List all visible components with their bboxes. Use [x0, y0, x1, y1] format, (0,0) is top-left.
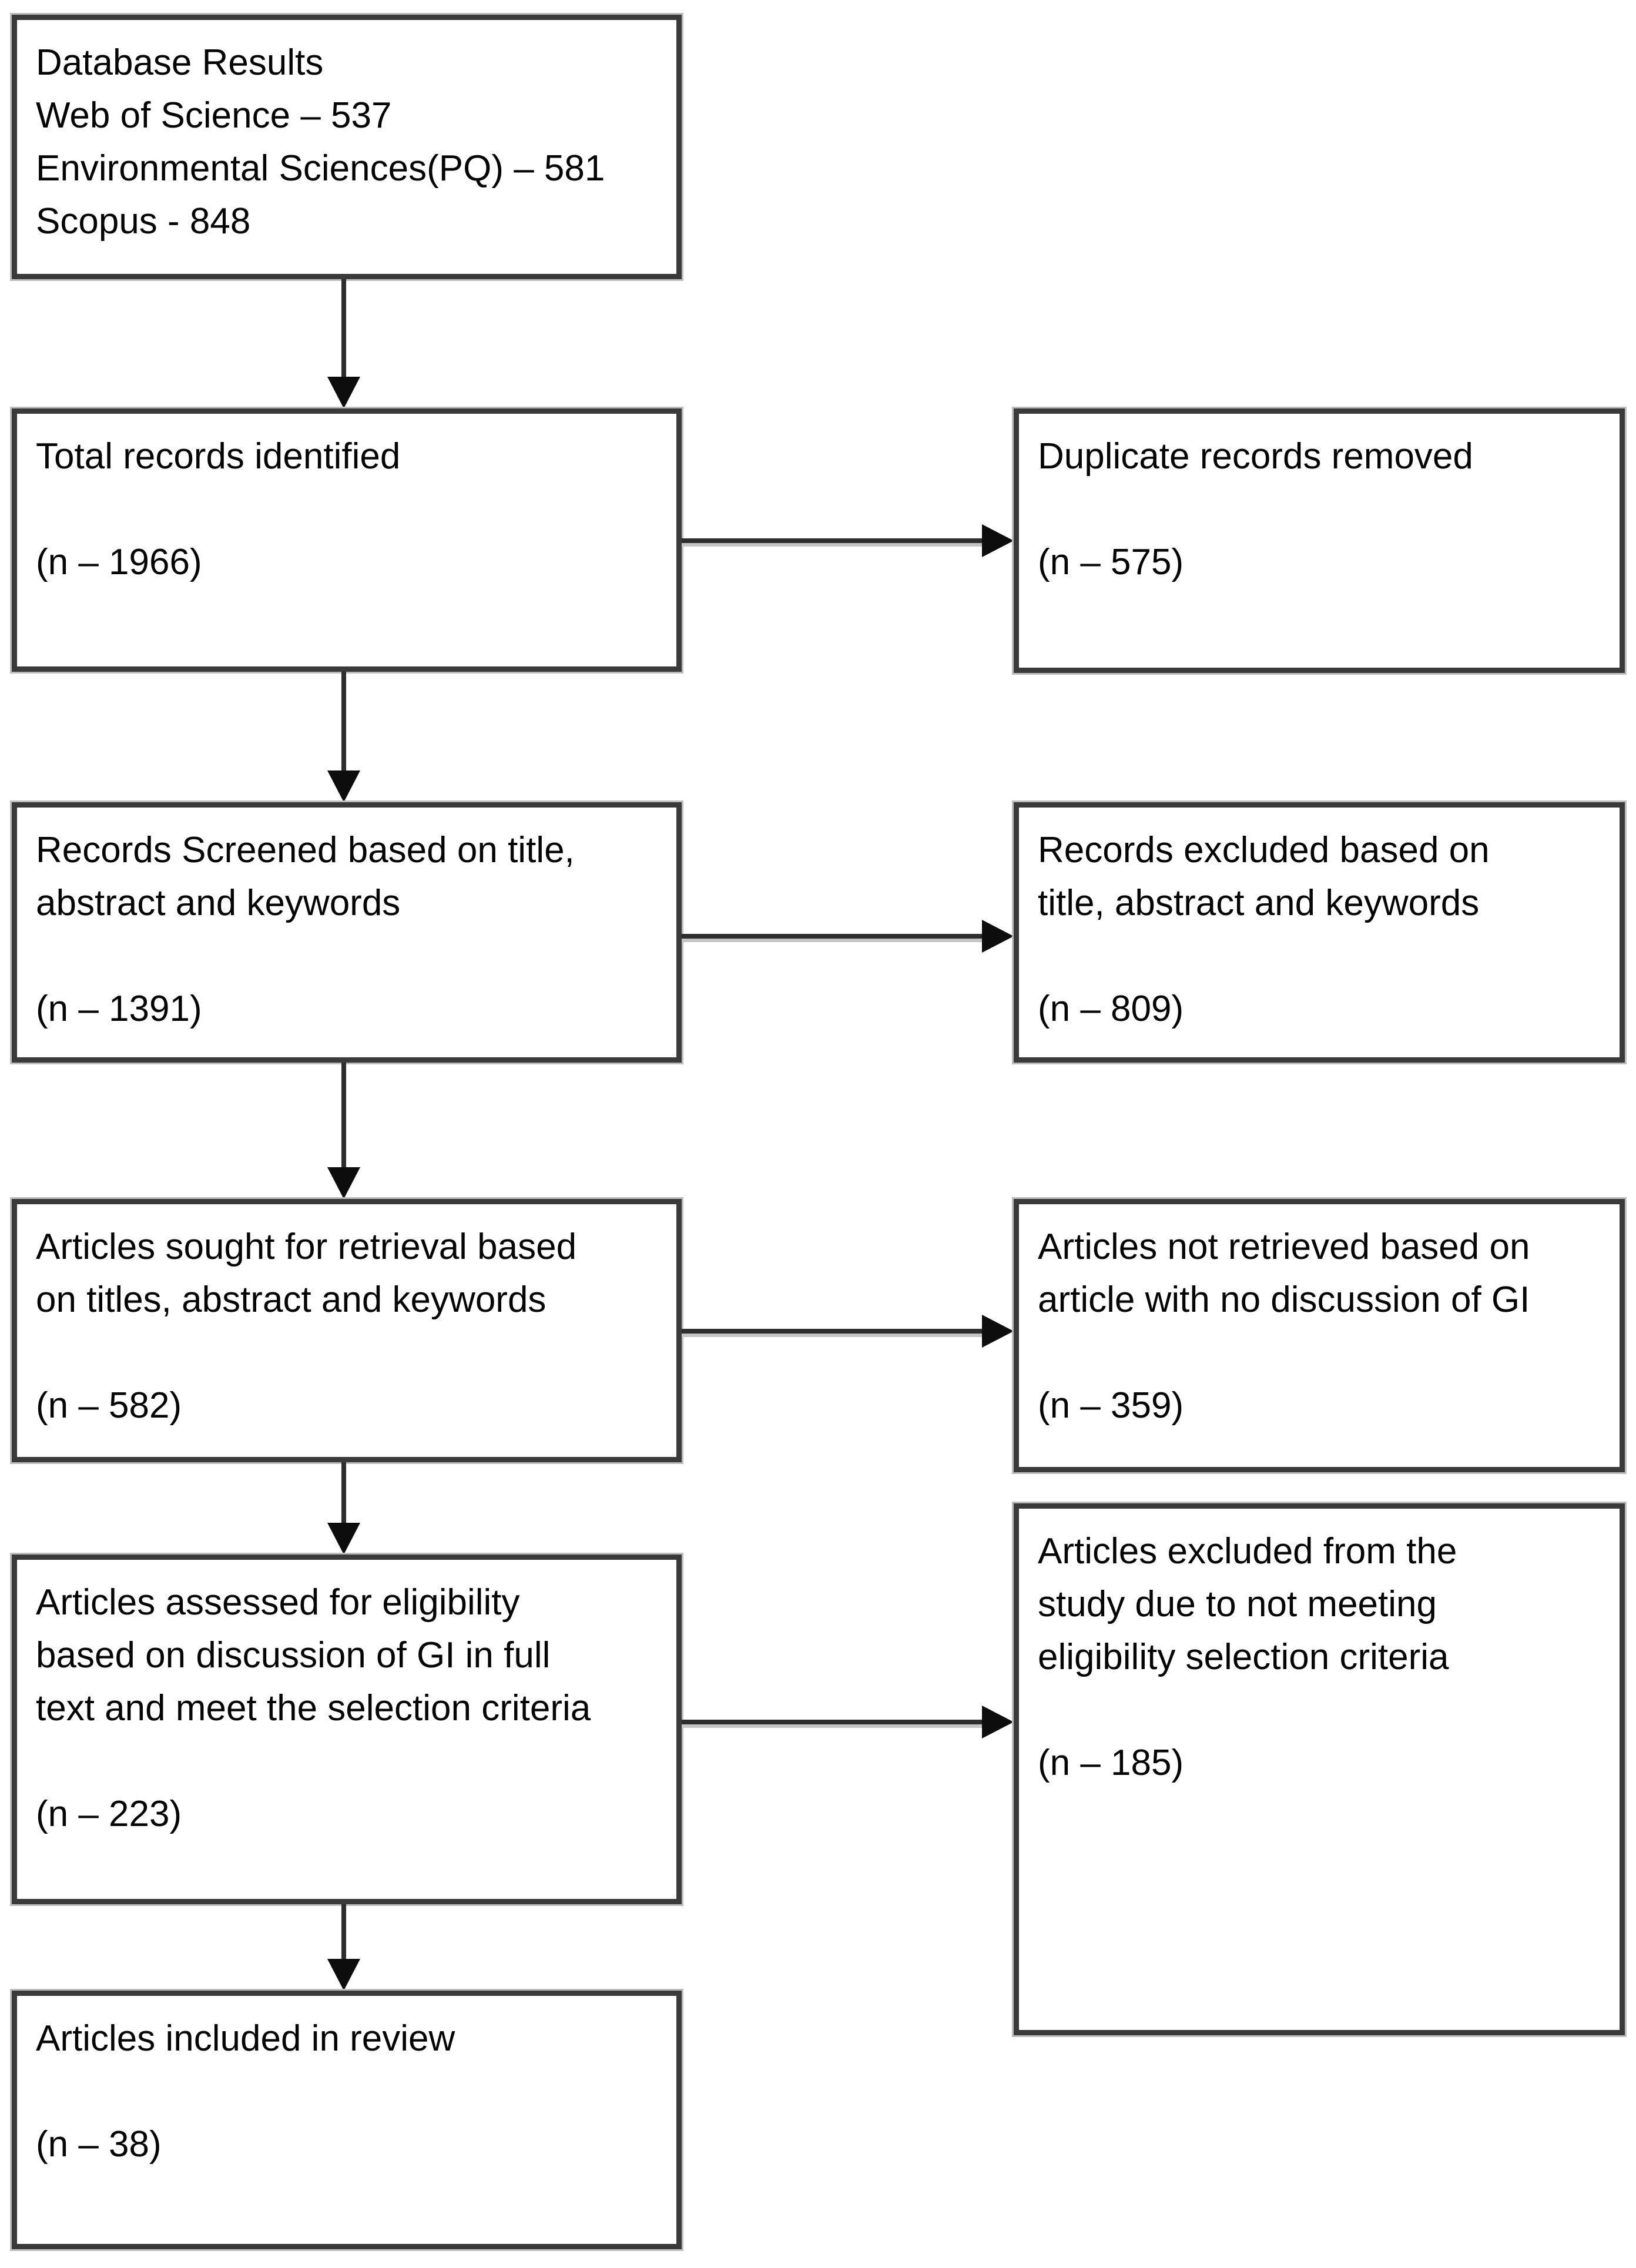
arrowhead-down-icon: [327, 377, 360, 408]
records-excluded-count: (n – 809): [1038, 989, 1184, 1029]
articles-included-count: (n – 38): [36, 2124, 162, 2165]
articles-not-retrieved-label-line1: Articles not retrieved based on: [1038, 1227, 1530, 1267]
records-excluded-label-line1: Records excluded based on: [1038, 830, 1490, 870]
arrowhead-down-icon: [327, 1167, 360, 1199]
arrowhead-right-icon: [982, 1706, 1014, 1738]
arrowhead-right-icon: [982, 1315, 1014, 1348]
connector-line: [682, 1720, 984, 1724]
box-database-results: Database Results Web of Science – 537 En…: [12, 15, 682, 279]
duplicates-removed-label: Duplicate records removed: [1038, 436, 1473, 477]
duplicates-removed-count: (n – 575): [1038, 542, 1184, 582]
connector-line: [341, 1904, 346, 1960]
box-duplicates-removed: Duplicate records removed (n – 575): [1014, 408, 1625, 673]
articles-sought-label-line2: on titles, abstract and keywords: [36, 1279, 547, 1320]
records-screened-label-line2: abstract and keywords: [36, 883, 401, 923]
database-results-title: Database Results: [36, 42, 324, 83]
box-articles-sought: Articles sought for retrieval based on t…: [12, 1199, 682, 1462]
box-articles-excluded-eligibility: Articles excluded from the study due to …: [1014, 1503, 1625, 2035]
box-articles-assessed: Articles assessed for eligibility based …: [12, 1555, 682, 1904]
articles-excluded-count: (n – 185): [1038, 1743, 1184, 1783]
arrowhead-down-icon: [327, 1959, 360, 1991]
articles-assessed-label-line1: Articles assessed for eligibility: [36, 1582, 520, 1623]
records-screened-count: (n – 1391): [36, 989, 202, 1029]
connector-line: [682, 1329, 984, 1334]
articles-assessed-label-line2: based on discussion of GI in full: [36, 1635, 551, 1676]
articles-not-retrieved-label-line2: article with no discussion of GI: [1038, 1279, 1530, 1320]
articles-sought-label-line1: Articles sought for retrieval based: [36, 1227, 577, 1267]
articles-excluded-label-line3: eligibility selection criteria: [1038, 1637, 1449, 1677]
arrowhead-right-icon: [982, 920, 1014, 953]
box-records-excluded: Records excluded based on title, abstrac…: [1014, 802, 1625, 1063]
connector-line: [682, 934, 984, 939]
articles-sought-count: (n – 582): [36, 1385, 182, 1426]
box-total-records: Total records identified (n – 1966): [12, 408, 682, 672]
arrowhead-down-icon: [327, 770, 360, 802]
database-results-scopus: Scopus - 848: [36, 201, 251, 242]
box-articles-included: Articles included in review (n – 38): [12, 1991, 682, 2249]
connector-line: [682, 538, 984, 543]
articles-not-retrieved-count: (n – 359): [1038, 1385, 1184, 1426]
articles-included-label: Articles included in review: [36, 2018, 455, 2059]
database-results-environmental-sciences: Environmental Sciences(PQ) – 581: [36, 148, 605, 189]
arrowhead-down-icon: [327, 1523, 360, 1555]
articles-excluded-label-line1: Articles excluded from the: [1038, 1531, 1457, 1572]
connector-line: [341, 672, 346, 772]
total-records-count: (n – 1966): [36, 542, 202, 582]
arrowhead-right-icon: [982, 524, 1014, 557]
box-articles-not-retrieved: Articles not retrieved based on article …: [1014, 1199, 1625, 1472]
articles-assessed-count: (n – 223): [36, 1794, 182, 1834]
connector-line: [341, 279, 346, 380]
box-records-screened: Records Screened based on title, abstrac…: [12, 802, 682, 1063]
articles-assessed-label-line3: text and meet the selection criteria: [36, 1688, 591, 1728]
records-excluded-label-line2: title, abstract and keywords: [1038, 883, 1480, 923]
database-results-web-of-science: Web of Science – 537: [36, 95, 392, 136]
records-screened-label-line1: Records Screened based on title,: [36, 830, 575, 870]
articles-excluded-label-line2: study due to not meeting: [1038, 1584, 1437, 1624]
total-records-label: Total records identified: [36, 436, 401, 477]
connector-line: [341, 1063, 346, 1168]
connector-line: [341, 1462, 346, 1524]
